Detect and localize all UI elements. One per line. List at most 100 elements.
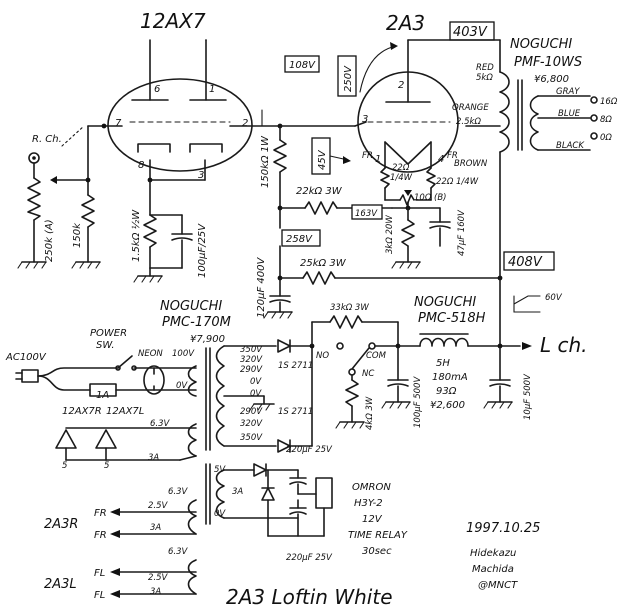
heater-fr-a: FR	[94, 508, 107, 519]
pin-7: 7	[115, 118, 122, 129]
author-affiliation: @MNCT	[478, 580, 518, 591]
output-pin-3: 3	[362, 114, 368, 125]
voltage-108: 108V	[289, 60, 316, 71]
power-switch-label-2: SW.	[96, 340, 115, 351]
ot-brand: NOGUCHI	[510, 37, 572, 52]
c220a-label-top: 220μF 25V	[286, 445, 333, 455]
ot-8ohm: 8Ω	[600, 115, 612, 125]
heater-2a3: 2A3R 2A3L FR FR FL FL 6.3V 2.5V 3A 6.3V …	[44, 487, 197, 601]
output-cathode-resistor-label: 3kΩ 20W	[385, 215, 395, 254]
supply-cap-label: 120μF 400V	[256, 257, 267, 318]
bplus-node: 408V 60V	[499, 251, 563, 346]
ot-orange-ohm: 2.5kΩ	[456, 117, 481, 127]
power-switch-label: POWER	[90, 328, 127, 339]
grid-resistor-label: 150k	[72, 222, 83, 248]
pt-tap-320a: 320V	[240, 355, 263, 365]
output-pin-4: 4	[438, 154, 444, 165]
heater-6v3-a: 6.3V	[150, 419, 171, 429]
ot-blue-label: BLUE	[558, 109, 581, 119]
footer: 2A3 Loftin White 1997.10.25 Hidekazu Mac…	[226, 521, 540, 609]
pt-model: PMC-170M	[162, 315, 231, 330]
heater-pin5-b: 5	[104, 461, 109, 471]
input-section: R. Ch. 250k (A) 150k	[17, 123, 123, 269]
supply-resistor-label: 25kΩ 3W	[300, 258, 347, 269]
relay-com-label: COM	[366, 351, 387, 361]
driver-cathode-network: 1.5kΩ ½W 100μF/25V	[130, 159, 208, 283]
c10-label: 10μF 500V	[523, 373, 533, 420]
voltage-45: 45V	[317, 149, 328, 170]
voltage-250: 250V	[343, 65, 354, 92]
heater-fl-b: FL	[94, 590, 105, 601]
heater-12ax7r-label: 12AX7R	[62, 406, 102, 417]
r22a-label: 22Ω	[392, 163, 410, 173]
voltage-163: 163V	[355, 209, 378, 219]
heater-6v3-b: 6.3V	[168, 487, 189, 497]
relay-0v-label: 0V	[214, 509, 226, 519]
relay-time: 30sec	[362, 546, 392, 557]
driver-tube: 12AX7 6 1 7 2 8 3	[107, 9, 253, 181]
diode-1-label: 1S 2711	[278, 361, 313, 371]
voltage-163-box	[351, 204, 383, 220]
output-pin-1: 1	[375, 154, 381, 165]
heater-pin5-a: 5	[62, 461, 67, 471]
pt-brand: NOGUCHI	[160, 299, 222, 314]
voltage-258-box	[281, 229, 321, 247]
ripple-voltage: 60V	[545, 293, 563, 303]
c100-label: 100μF 500V	[413, 376, 423, 428]
output-tube: 2A3 403V 2 3 1 4 250V 45V FR FR	[311, 11, 501, 269]
heater-6v3-c: 6.3V	[168, 547, 189, 557]
ot-0ohm: 0Ω	[600, 133, 612, 143]
lch-label: L ch.	[540, 333, 588, 357]
pt-tap-290b: 290V	[240, 407, 263, 417]
output-cathode-cap-label: 47μF 160V	[457, 209, 467, 256]
pin-6: 6	[154, 84, 160, 95]
heater-2v5-c: 2.5V	[148, 573, 169, 583]
heater-2v5-b: 2.5V	[148, 501, 169, 511]
heater-fr-b: FR	[94, 530, 107, 541]
ac-input-label: AC100V	[5, 352, 47, 363]
pin-1: 1	[209, 84, 215, 95]
pt-tap-0a: 0V	[250, 377, 262, 387]
driver-cathode-resistor-label: 1.5kΩ ½W	[130, 209, 142, 262]
voltage-403: 403V	[453, 25, 488, 40]
plate-resistor-label: 150kΩ 1W	[260, 135, 271, 188]
voltage-258: 258V	[286, 234, 313, 245]
driver-tube-envelope	[107, 78, 253, 172]
pt-tap-320b: 320V	[240, 419, 263, 429]
pin-8: 8	[138, 160, 144, 171]
relay-5v-label: 5V	[214, 465, 226, 475]
r22b-label: 22Ω 1/4W	[436, 177, 479, 187]
relay-supply: 5V 3A 0V 220μF 25V 220μF 25V OMRON H3Y-2…	[205, 445, 408, 563]
r22a-watt-label: 1/4W	[390, 173, 413, 183]
choke-inductance: 5H	[436, 358, 450, 369]
pin-3: 3	[198, 170, 204, 181]
r4k-label: 4kΩ 3W	[365, 396, 375, 430]
relay-no-label: NO	[316, 351, 329, 361]
driver-cathode-cap-label: 100μF/25V	[197, 223, 208, 278]
coupling-resistor-label: 22kΩ 3W	[296, 186, 343, 197]
relay-model: H3Y-2	[354, 498, 383, 509]
neon-lamp-icon	[143, 365, 165, 395]
ac-plug-icon	[21, 369, 39, 383]
ot-orange-label: ORANGE	[452, 103, 489, 113]
diode-2-label: 1S 2711	[278, 407, 313, 417]
relay-brand: OMRON	[352, 482, 391, 493]
fr-right-label: FR	[447, 151, 458, 161]
pt-primary-100v: 100V	[172, 349, 195, 359]
relay-coil-icon	[315, 477, 333, 509]
fr-left-label: FR	[362, 151, 373, 161]
r33k-label: 33kΩ 3W	[330, 303, 369, 313]
heater-12ax7l-label: 12AX7L	[106, 406, 144, 417]
pt-price: ¥7,900	[190, 334, 225, 345]
choke-model: PMC-518H	[418, 311, 486, 326]
pt-tap-350b: 350V	[240, 433, 263, 443]
pt-tap-0b: 0V	[250, 389, 262, 399]
input-pot-label: 250k (A)	[44, 219, 55, 262]
choke-resistance: 93Ω	[436, 386, 457, 397]
voltage-108-box	[284, 55, 320, 73]
heater-2a3r-label: 2A3R	[44, 517, 78, 532]
c220b-label: 220μF 25V	[286, 553, 333, 563]
relay-nc-label: NC	[362, 369, 374, 379]
choke-price: ¥2,600	[430, 400, 465, 411]
